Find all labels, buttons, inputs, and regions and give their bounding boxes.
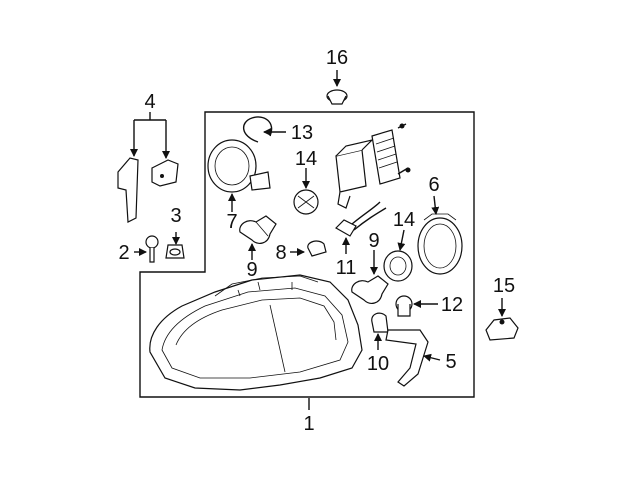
callout-3: 3 (170, 205, 181, 227)
clip-part-16 (326, 89, 348, 105)
callout-9-left: 9 (246, 259, 257, 281)
bulb-part-8 (307, 240, 327, 257)
callout-5: 5 (445, 351, 456, 373)
callout-13: 13 (291, 122, 313, 144)
callout-4: 4 (144, 91, 155, 113)
control-unit (371, 123, 411, 185)
callout-8: 8 (275, 242, 286, 264)
leader-lines (130, 70, 506, 410)
callout-1: 1 (303, 413, 314, 435)
callout-7: 7 (226, 211, 237, 233)
headlamp-housing (149, 274, 363, 391)
socket-part-14-right (383, 250, 413, 282)
bulb-part-9-right (351, 275, 389, 304)
callout-12: 12 (441, 294, 463, 316)
callout-14-right: 14 (393, 209, 415, 231)
cover-part-7 (207, 139, 271, 193)
harness-part-11 (335, 201, 387, 237)
mount-part-15 (485, 317, 519, 341)
assembly-boundary (139, 111, 475, 398)
igniter-module (335, 138, 374, 209)
screw-part-2 (145, 235, 159, 263)
socket-part-12 (395, 295, 413, 317)
callout-6: 6 (428, 174, 439, 196)
callout-16: 16 (326, 47, 348, 69)
retaining-ring-part-13 (243, 116, 273, 143)
callout-14-upper: 14 (295, 148, 317, 170)
callout-10: 10 (367, 353, 389, 375)
seal-part-5 (385, 329, 429, 387)
callout-15: 15 (493, 275, 515, 297)
socket-part-14-upper (293, 189, 319, 215)
bracket-part-4 (117, 157, 179, 223)
ring-part-6 (417, 213, 463, 275)
nut-part-3 (165, 244, 185, 259)
callout-2: 2 (118, 242, 129, 264)
callout-11: 11 (336, 257, 357, 279)
bulb-part-10 (371, 312, 389, 333)
bulb-part-9-left (239, 215, 277, 244)
callout-9-right: 9 (368, 230, 379, 252)
